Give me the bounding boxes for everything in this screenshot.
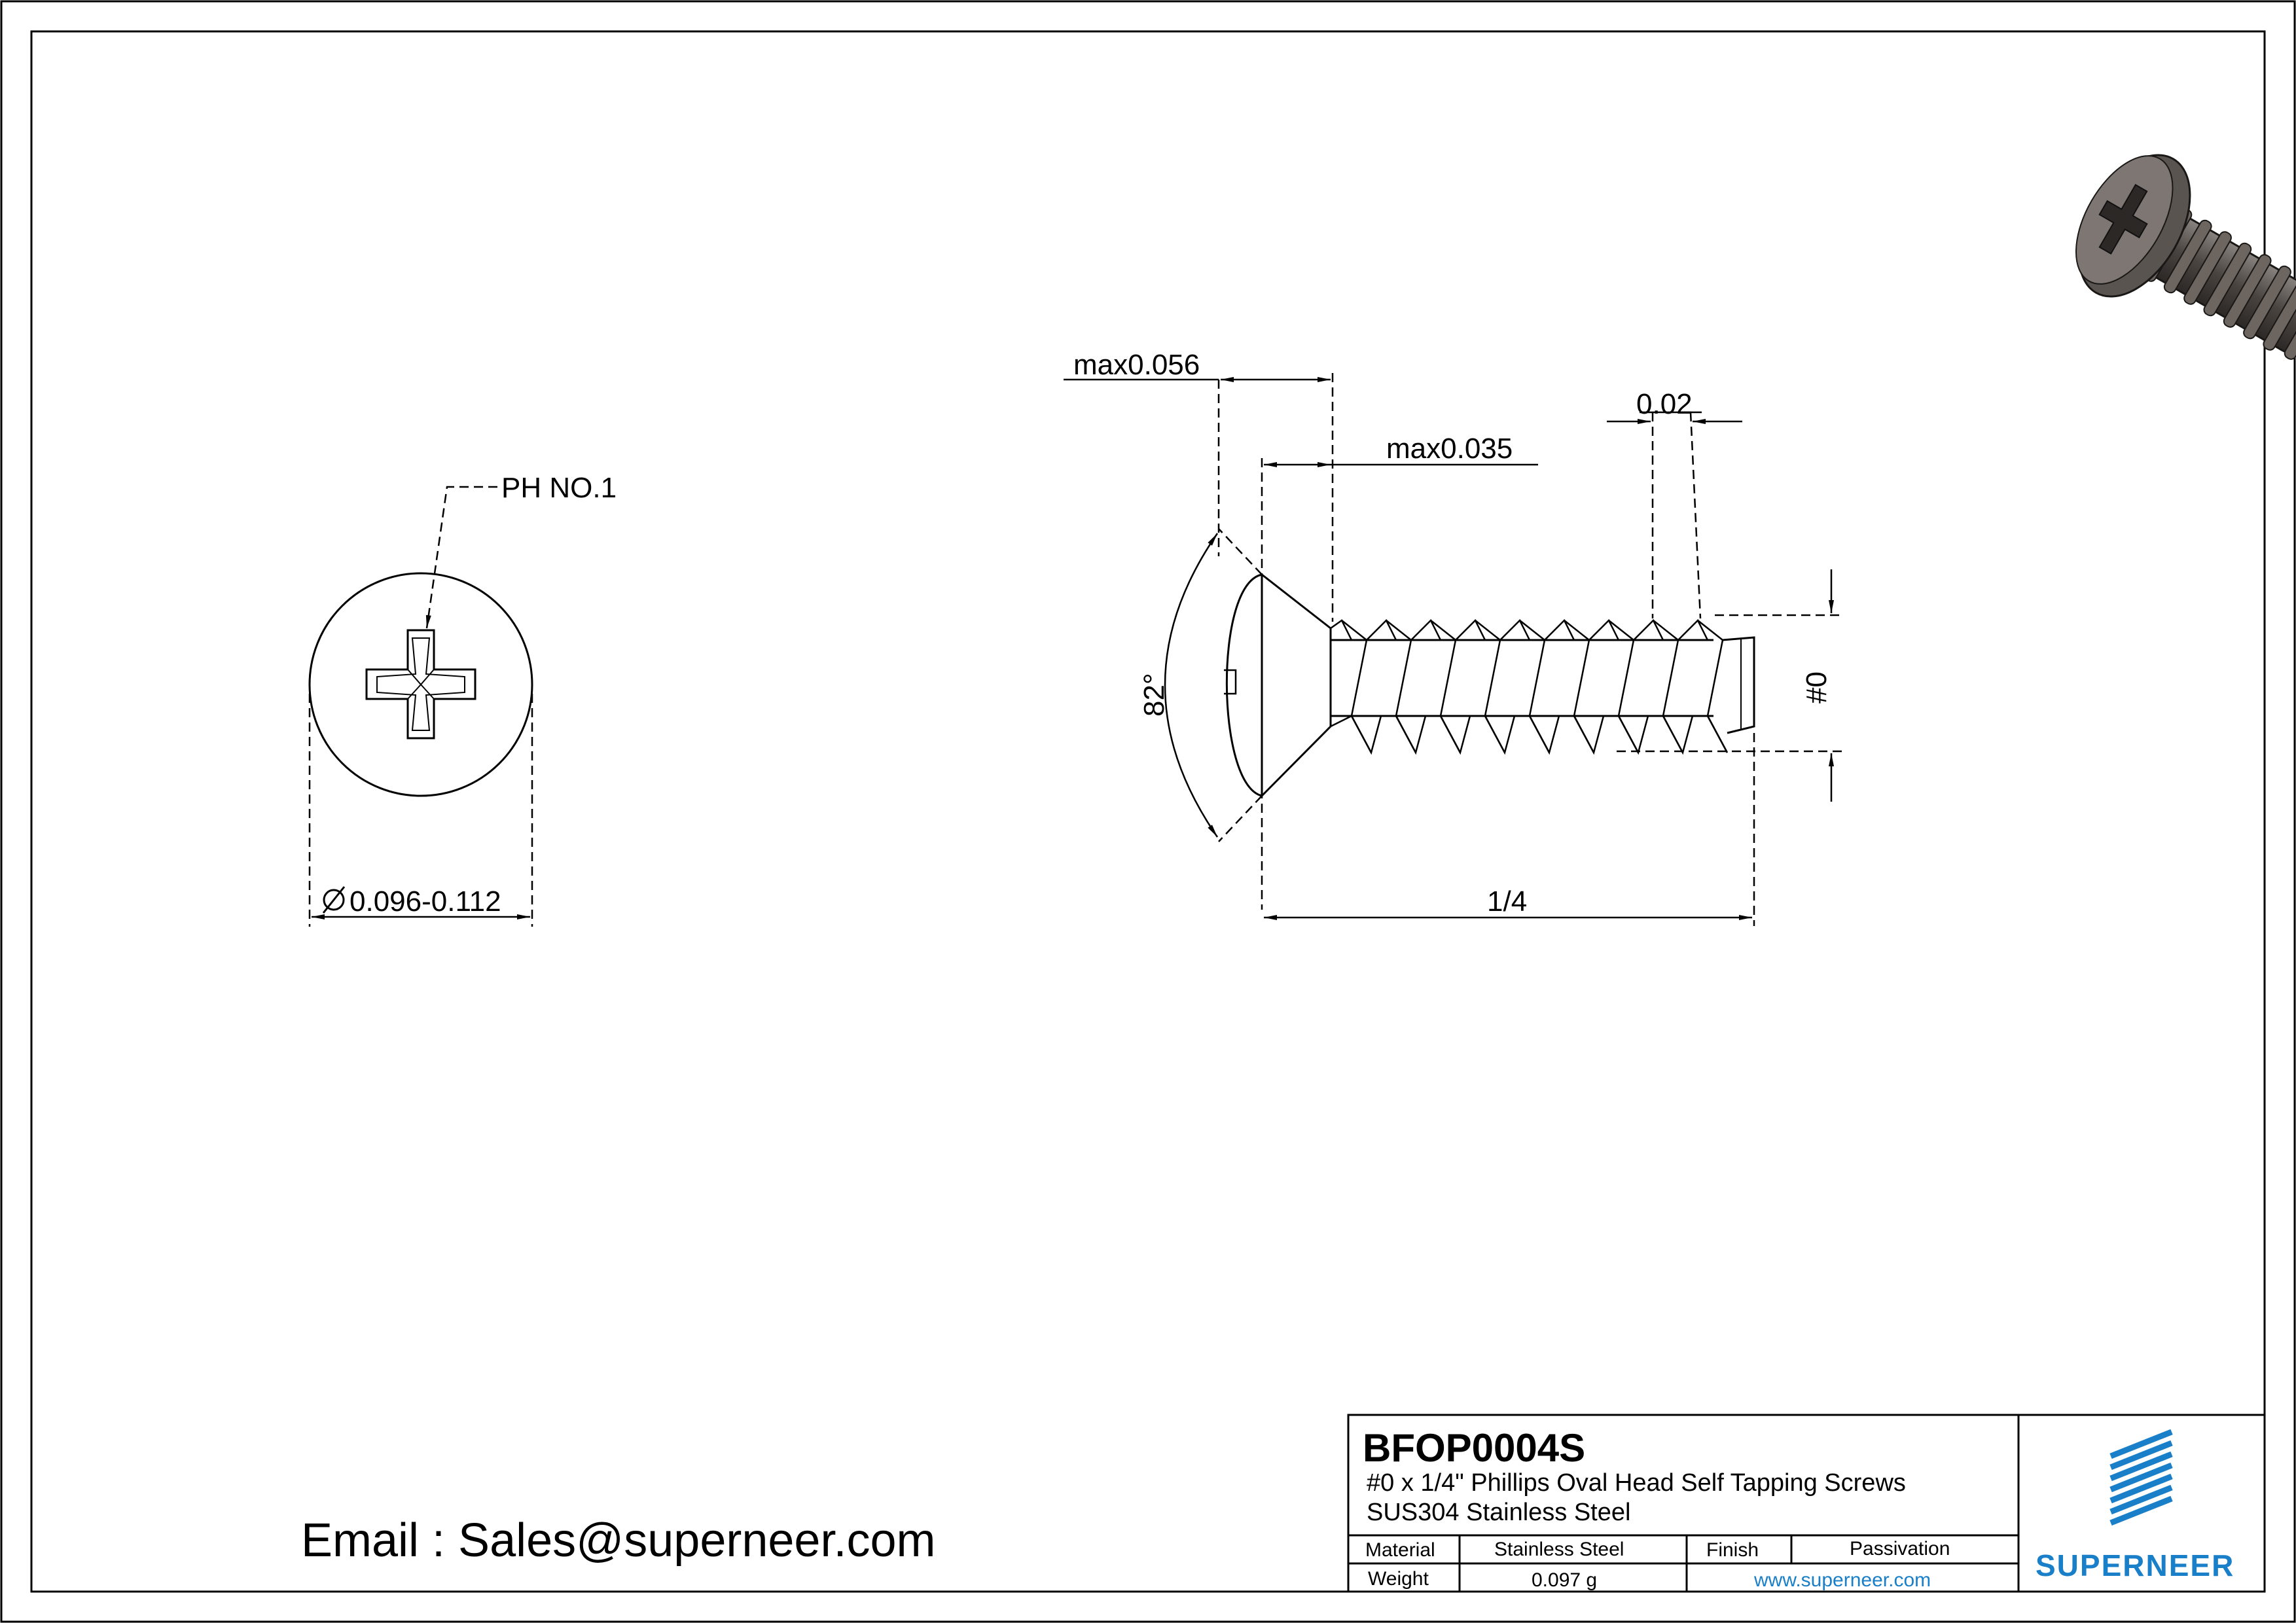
diameter-symbol-icon [322,886,346,914]
head-flat-dimension [1261,458,1538,910]
finish-value: Passivation [1850,1538,1950,1560]
website-link[interactable]: www.superneer.com [1753,1569,1931,1591]
head-angle-label: 82° [1138,673,1170,717]
head-height-label: max0.056 [1073,349,1200,381]
length-dimension [1264,733,1755,926]
thread-size-dimension [1617,569,1842,802]
weight-label: Weight [1368,1568,1429,1590]
drive-callout-leader [425,486,497,629]
drive-callout-label: PH NO.1 [501,472,617,504]
weight-value: 0.097 g [1532,1569,1597,1591]
head-height-dimension [1064,373,1334,622]
length-label: 1/4 [1487,885,1527,918]
head-diameter-label: 0.096-0.112 [350,885,501,918]
screw-side-view [1224,573,1755,797]
brand-name: SUPERNEER [2036,1548,2234,1582]
thread-size-label: #0 [1801,671,1833,704]
part-number: BFOP0004S [1363,1426,1585,1470]
part-material-line: SUS304 Stainless Steel [1367,1499,1630,1526]
head-angle-dimension [1164,528,1263,842]
finish-label: Finish [1706,1539,1759,1561]
part-description: #0 x 1/4" Phillips Oval Head Self Tappin… [1367,1469,1906,1497]
material-value: Stainless Steel [1494,1539,1624,1560]
material-label: Material [1365,1539,1435,1561]
inner-border [30,30,2266,1593]
screw-3d-render [2075,154,2296,360]
thread-pitch-label: 0.02 [1636,388,1693,420]
head-diameter-dimension [308,694,533,927]
thread-pitch-dimension [1607,411,1742,619]
contact-email[interactable]: Email : Sales@superneer.com [301,1514,936,1567]
head-flat-label: max0.035 [1386,433,1513,465]
superneer-logo-icon [2109,1429,2173,1526]
head-top-view [308,572,533,797]
title-block [1347,1414,2266,1593]
